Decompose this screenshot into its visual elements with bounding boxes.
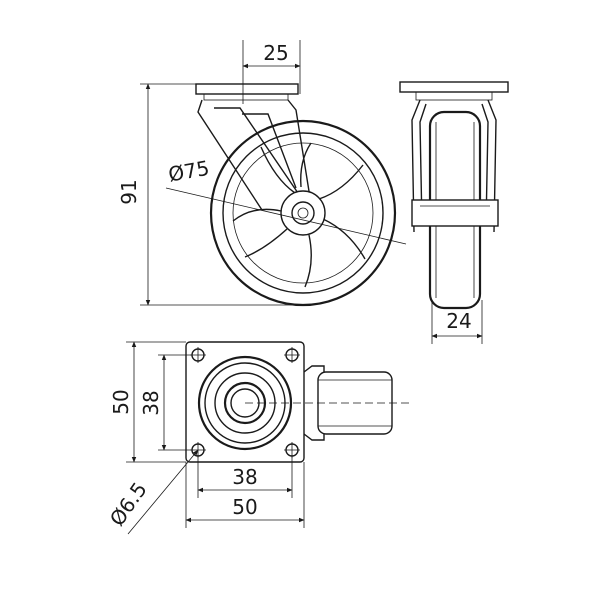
side-wheel-axle-outer bbox=[291, 201, 315, 225]
side-fork-inner bbox=[214, 107, 301, 197]
dim-38v-label: 38 bbox=[139, 390, 163, 415]
front-fork-right-outer bbox=[487, 99, 497, 233]
front-view: 24 bbox=[399, 81, 509, 344]
top-view: 50 38 38 50 Ø6.5 bbox=[105, 341, 410, 535]
side-wheel-axle bbox=[297, 207, 309, 219]
raceway-outer bbox=[197, 355, 293, 451]
dim-50v-label: 50 bbox=[109, 389, 133, 414]
front-axle-housing bbox=[411, 199, 499, 227]
dim-38h-label: 38 bbox=[232, 465, 257, 489]
top-fork-lower bbox=[303, 433, 325, 441]
side-fork-rib bbox=[242, 113, 297, 189]
front-top-plate bbox=[399, 81, 509, 93]
dim-91-label: 91 bbox=[117, 179, 141, 204]
side-wheel-hub bbox=[280, 190, 326, 236]
side-wheel-spokes bbox=[232, 142, 366, 288]
front-fork-left-inner bbox=[419, 103, 427, 227]
front-swivel-bearing bbox=[415, 91, 493, 101]
side-top-plate bbox=[195, 83, 299, 95]
side-wheel-tyre-inner bbox=[222, 132, 384, 294]
dim-24-label: 24 bbox=[446, 309, 471, 333]
dim-25-label: 25 bbox=[263, 41, 288, 65]
side-swivel-bearing bbox=[203, 93, 289, 101]
front-fork-left-outer bbox=[411, 99, 421, 233]
dim-d75-label: Ø75 bbox=[166, 156, 211, 187]
side-fork-leg-front bbox=[197, 99, 263, 211]
dim-d65-label: Ø6.5 bbox=[105, 478, 152, 531]
front-fork-right-inner bbox=[481, 103, 489, 227]
dim-d75-line bbox=[165, 187, 407, 245]
dim-50h-label: 50 bbox=[232, 495, 257, 519]
side-view: 25 91 Ø75 bbox=[117, 40, 407, 307]
top-fork-upper bbox=[303, 365, 325, 373]
dim-d65-leader bbox=[127, 449, 199, 535]
top-plate bbox=[185, 341, 305, 463]
side-wheel-rim bbox=[232, 142, 374, 284]
